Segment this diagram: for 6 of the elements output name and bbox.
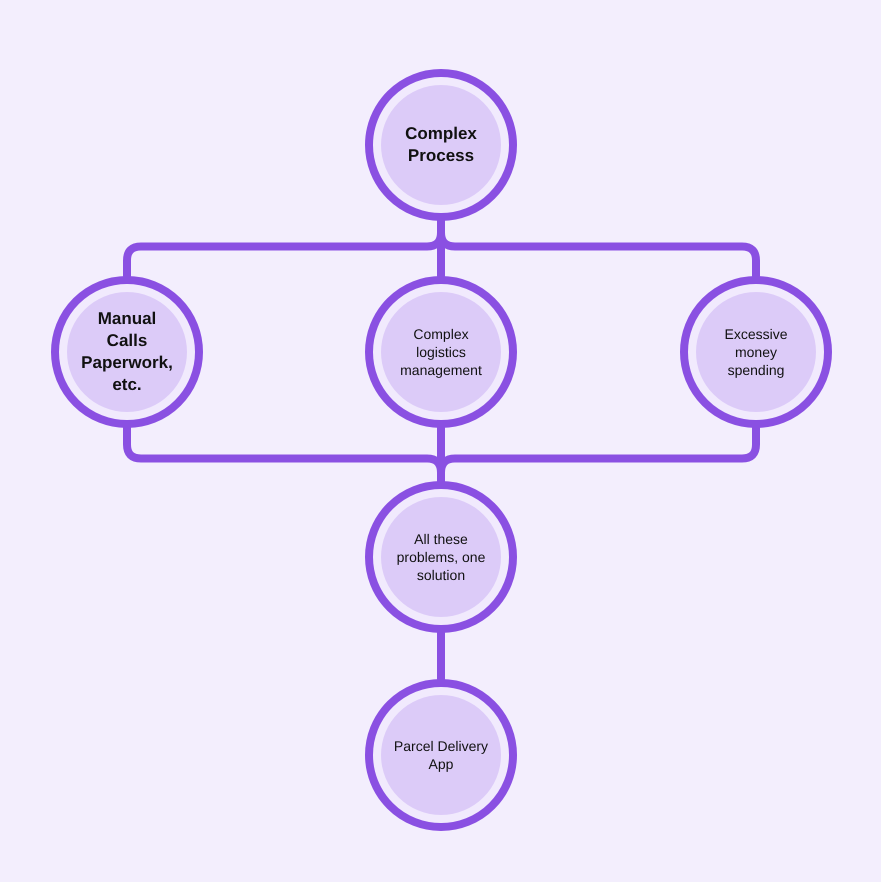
- node-label: Complex Process: [404, 122, 478, 167]
- node-label: Parcel Delivery App: [393, 736, 489, 774]
- node-label: Complex logistics management: [399, 324, 483, 380]
- node-label: Excessive money spending: [723, 324, 789, 380]
- node-label: All these problems, one solution: [396, 530, 486, 584]
- node-label: Manual Calls Paperwork, etc.: [80, 308, 174, 396]
